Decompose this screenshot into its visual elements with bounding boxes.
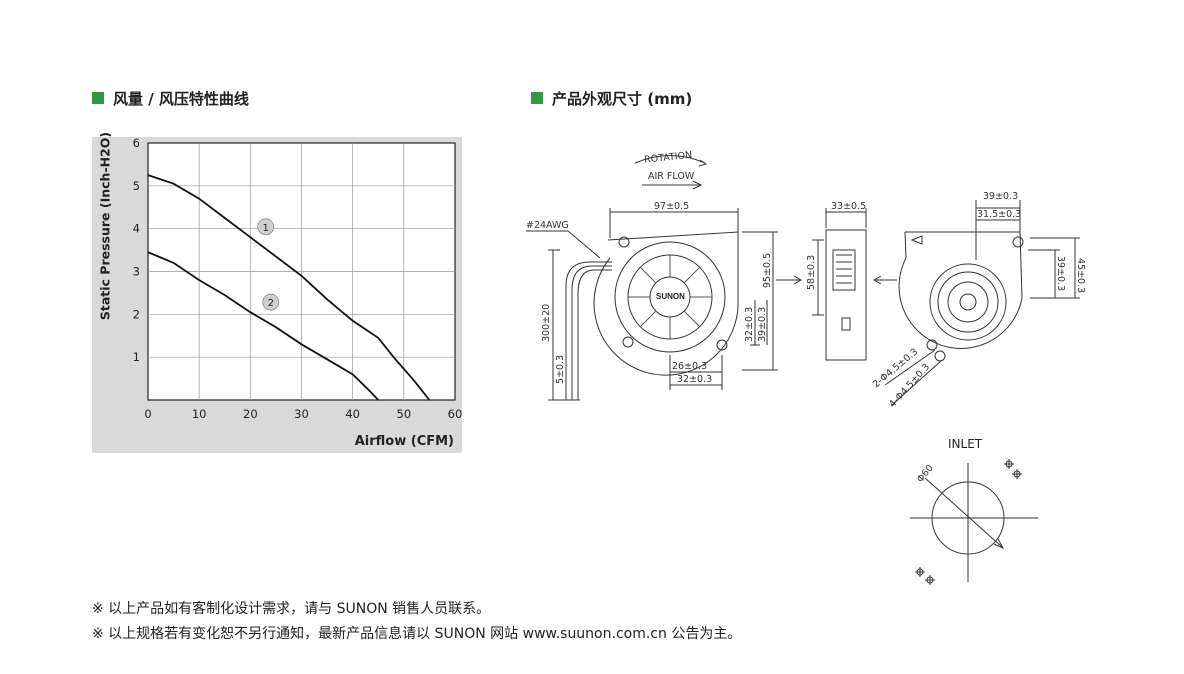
footnote-spec-change: ※ 以上规格若有变化恕不另行通知，最新产品信息请以 SUNON 网站 www.s… [92,626,742,642]
dimension-drawing: ROTATION AIR FLOW #24AWG 97±0.5 95±0.5 3… [526,150,1086,585]
x-tick-label: 40 [345,407,360,421]
x-tick-label: 60 [448,407,463,421]
series-label-1: 1 [262,223,268,234]
x-tick-label: 30 [294,407,309,421]
y-tick-label: 3 [133,265,140,279]
y-tick-label: 2 [133,307,140,321]
x-tick-label: 50 [397,407,412,421]
airflow-direction-label: AIR FLOW [648,171,695,182]
series-marker-2 [262,293,280,311]
brand-label: SUNON [656,292,685,301]
dim-top-31-5: 31.5±0.3 [977,209,1021,220]
x-axis-label: Airflow (CFM) [354,434,454,449]
dim-height: 95±0.5 [762,253,773,288]
series-label-2: 2 [268,298,274,309]
y-tick-label: 5 [133,179,140,193]
green-square-icon [92,92,104,104]
dim-top-39: 39±0.3 [983,191,1018,202]
inlet-diameter-label: Φ60 [915,463,936,485]
series-line-2 [147,251,379,401]
section-title-text: 产品外观尺寸 (mm) [552,89,693,108]
dim-bottom-32: 32±0.3 [677,374,712,385]
dim-side-58: 58±0.3 [806,255,817,290]
y-axis-label: Static Pressure (Inch-H2O) [97,131,113,321]
dim-strip-length: 5±0.3 [555,355,566,384]
series-line-1 [147,174,431,401]
y-tick-label: 6 [133,136,140,150]
y-tick-label: 1 [133,350,140,364]
dim-right-39: 39±0.3 [1055,256,1066,291]
dim-thickness: 33±0.5 [831,201,866,212]
dim-side-39: 39±0.3 [757,307,768,342]
section-title-dimensions: 产品外观尺寸 (mm) [531,88,692,108]
dim-width: 97±0.5 [654,201,689,212]
inlet-label: INLET [948,437,983,451]
dim-right-45: 45±0.3 [1075,258,1086,293]
dim-lead-length: 300±20 [541,304,552,342]
rotation-label: ROTATION [644,150,693,166]
section-title-pq-curve: 风量 / 风压特性曲线 [92,88,249,108]
footnote-custom-design: ※ 以上产品如有客制化设计需求，请与 SUNON 销售人员联系。 [92,601,491,617]
y-tick-label: 4 [133,222,140,236]
wire-gauge-label: #24AWG [526,220,569,231]
x-tick-label: 20 [243,407,258,421]
x-tick-label: 10 [192,407,207,421]
series-marker-1 [257,218,275,236]
dim-side-32: 32±0.3 [744,307,755,342]
dim-bottom-26: 26±0.3 [672,361,707,372]
x-tick-label: 0 [144,407,151,421]
section-title-text: 风量 / 风压特性曲线 [113,89,249,108]
green-square-icon [531,92,543,104]
